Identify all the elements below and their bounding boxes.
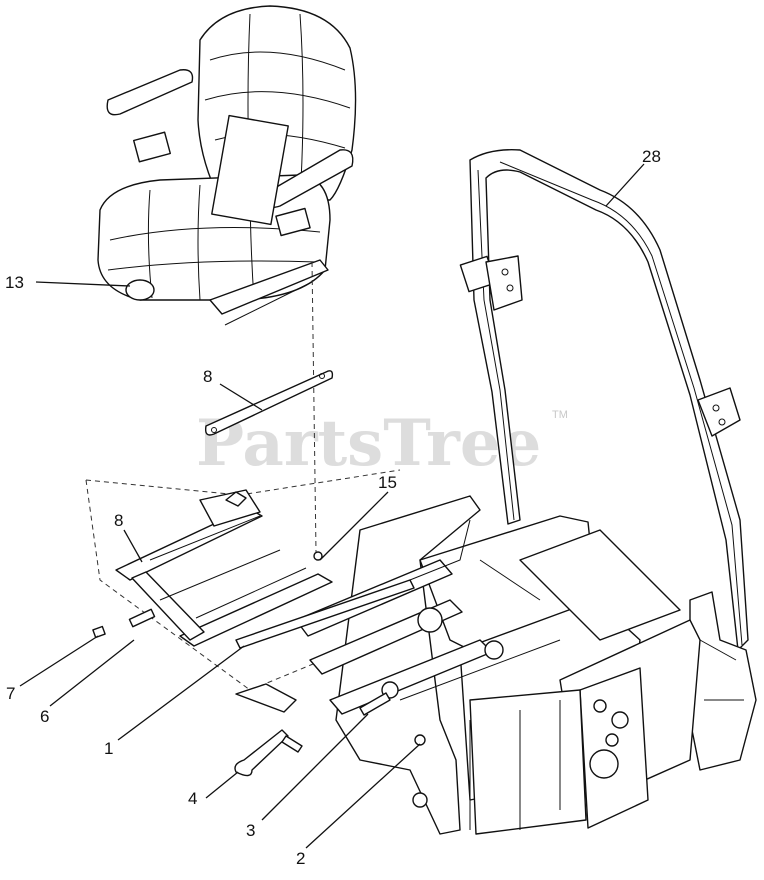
- callout-6: 6: [40, 707, 49, 726]
- nut-part: [92, 625, 106, 639]
- callout-2: 2: [296, 849, 305, 868]
- seat-assembly: [97, 5, 357, 326]
- rops-rollbar: [459, 149, 757, 771]
- chassis-frame: [235, 495, 701, 835]
- callout-7: 7: [6, 684, 15, 703]
- callout-4: 4: [188, 789, 197, 808]
- seat-frame: [115, 489, 333, 647]
- callout-8-lower: 8: [114, 511, 123, 530]
- seat-strap-upper: [204, 370, 334, 436]
- latch-part: [234, 729, 289, 777]
- callout-labels: 13 28 8 8 15 7 6 1 4 3 2: [5, 147, 661, 868]
- callout-8-upper: 8: [203, 367, 212, 386]
- watermark: PartsTree TM: [196, 406, 568, 481]
- hardware: [92, 579, 426, 777]
- callout-13: 13: [5, 273, 24, 292]
- clip-part: [414, 734, 426, 746]
- pin-part: [359, 692, 391, 716]
- callout-3: 3: [246, 821, 255, 840]
- watermark-tm: TM: [552, 409, 568, 421]
- bolt-part: [128, 608, 156, 628]
- watermark-text: PartsTree: [196, 406, 541, 481]
- callout-28: 28: [642, 147, 661, 166]
- callout-1: 1: [104, 739, 113, 758]
- callout-15: 15: [378, 473, 397, 492]
- rod-part: [235, 579, 415, 649]
- leader-lines: [19, 163, 645, 849]
